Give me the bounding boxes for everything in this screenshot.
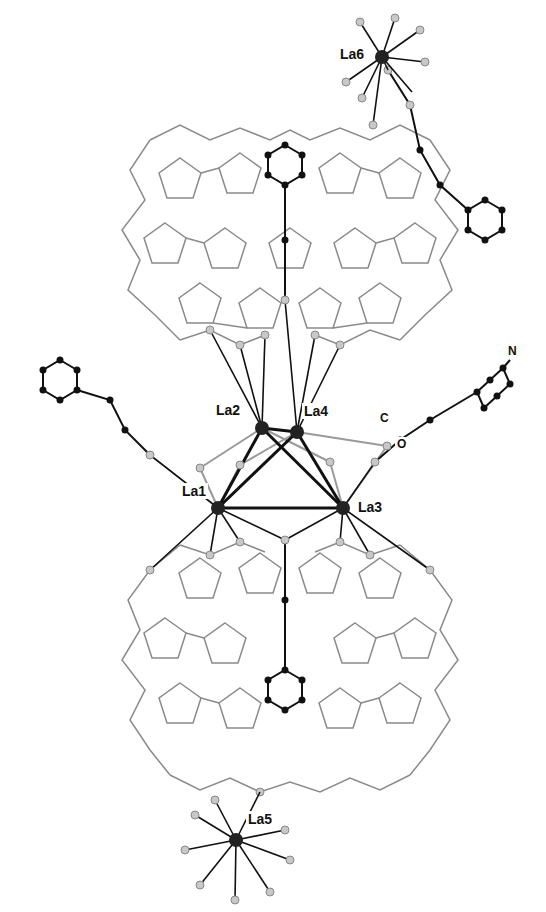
ligand-atoms	[40, 142, 514, 714]
atom-label: La4	[302, 403, 330, 419]
atom-label: N	[506, 344, 519, 358]
atom-label: La2	[214, 402, 242, 418]
atom-label: La5	[246, 811, 274, 827]
lanthanum-atoms	[211, 421, 350, 515]
la6-coordination	[342, 14, 429, 129]
atom-label: La3	[356, 499, 384, 515]
coordination-bonds	[200, 428, 387, 508]
atom-label: La6	[338, 46, 366, 62]
la-o-bonds	[150, 300, 430, 570]
pyridine-ligands	[43, 70, 510, 710]
atom-label: O	[395, 437, 408, 451]
lower-cage	[122, 542, 458, 792]
la5-coordination	[181, 792, 294, 904]
la-la-bonds	[218, 428, 343, 508]
atom-label: C	[378, 411, 391, 425]
upper-cage	[122, 125, 458, 345]
atom-label: La1	[180, 483, 208, 499]
oxygen-atoms	[146, 66, 434, 796]
